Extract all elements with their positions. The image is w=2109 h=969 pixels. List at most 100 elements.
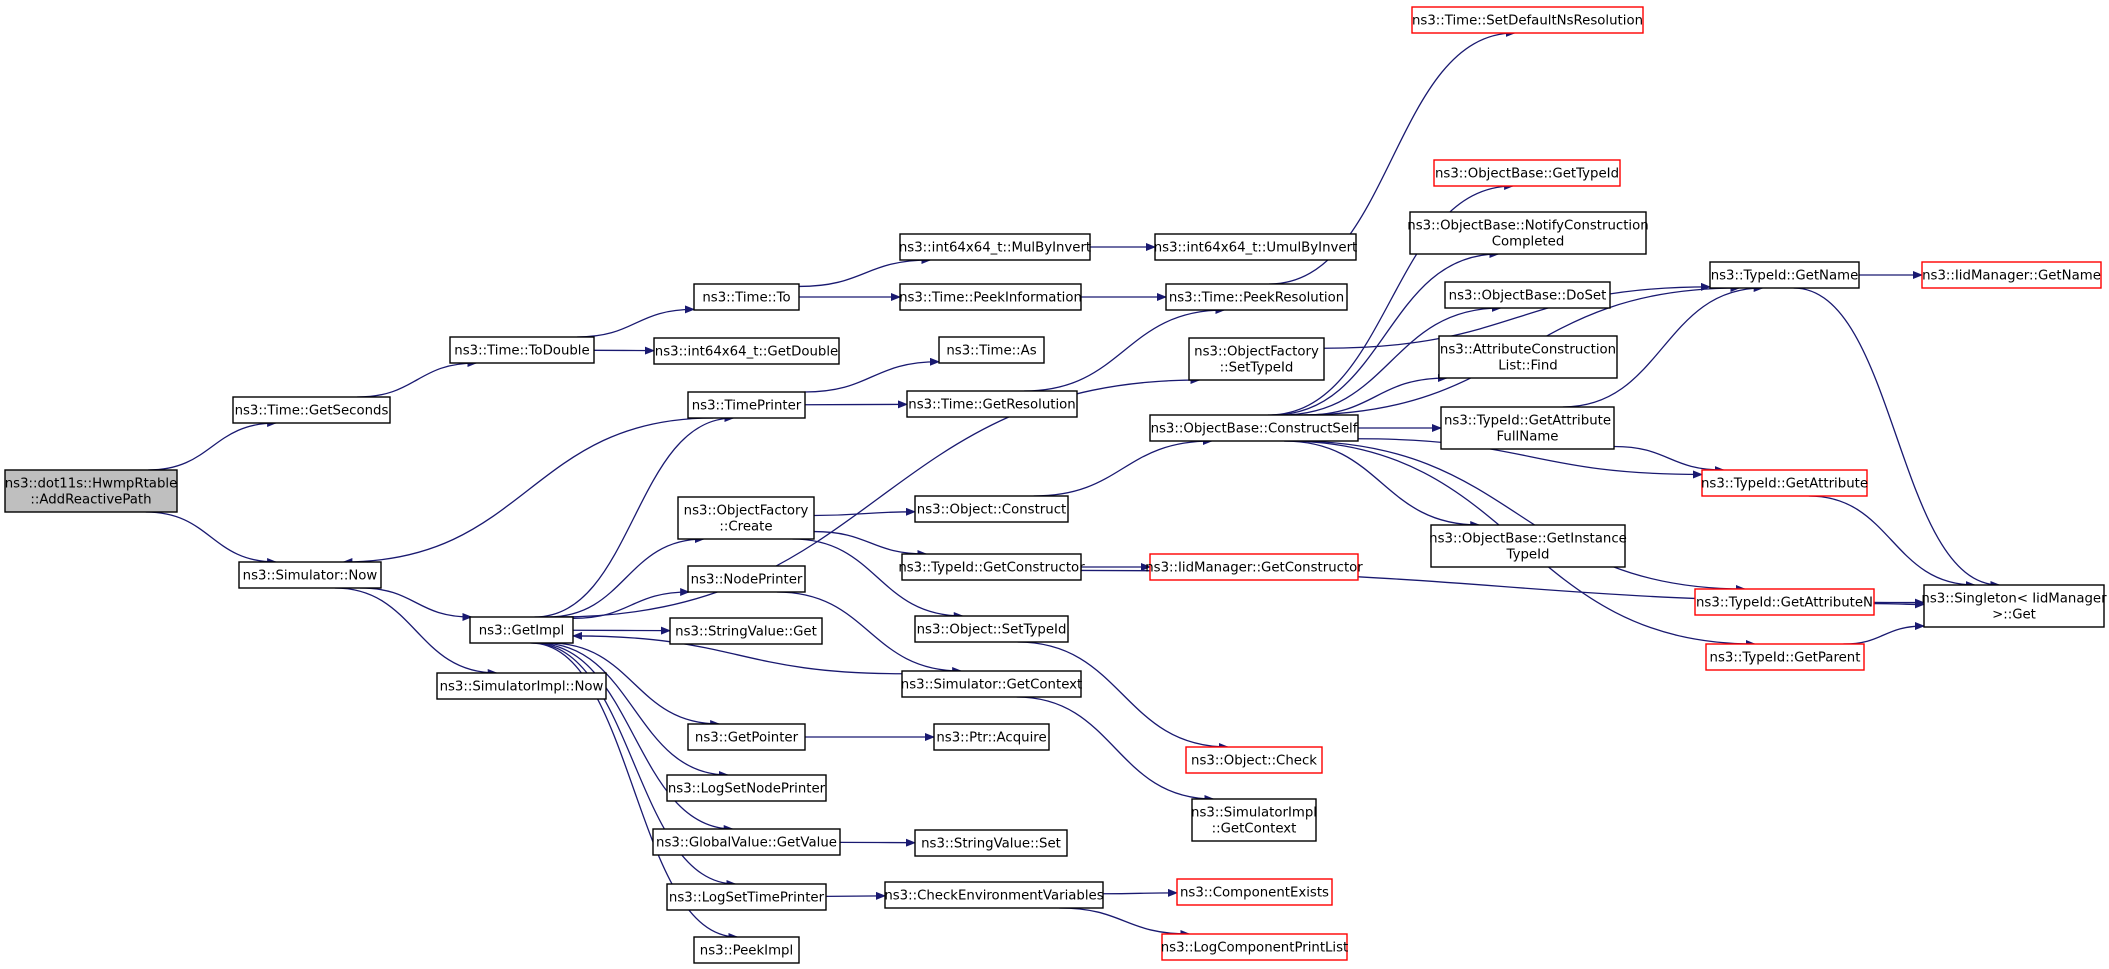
node-timeprinter[interactable]: ns3::TimePrinter (687, 391, 806, 419)
node-label-line: ns3::Time::To (702, 291, 790, 306)
node-todouble[interactable]: ns3::Time::ToDouble (449, 336, 595, 364)
node-label-line: ns3::Time::As (946, 344, 1036, 359)
node-label-line: ns3::Time::GetResolution (908, 398, 1075, 413)
node-label-line: ns3::Simulator::Now (243, 569, 378, 584)
node-svset[interactable]: ns3::StringValue::Set (914, 829, 1068, 857)
node-label-line: >::Get (1992, 608, 2036, 623)
node-label-line: ns3::IidManager::GetConstructor (1145, 561, 1363, 576)
node-label-line: ns3::ObjectBase::DoSet (1449, 289, 1607, 304)
node-label-line: ns3::ComponentExists (1180, 886, 1329, 901)
node-ptracquire[interactable]: ns3::Ptr::Acquire (933, 723, 1050, 751)
node-ofcreate[interactable]: ns3::ObjectFactory::Create (677, 496, 815, 540)
node-box (1430, 524, 1626, 568)
node-setdefaultns[interactable]: ns3::Time::SetDefaultNsResolution (1411, 6, 1644, 34)
node-simimplnow[interactable]: ns3::SimulatorImpl::Now (436, 672, 607, 700)
node-obconstructself[interactable]: ns3::ObjectBase::ConstructSelf (1149, 414, 1359, 442)
node-objconstruct[interactable]: ns3::Object::Construct (914, 495, 1069, 523)
call-edge-obconstructself-to-tidgetattribute (1357, 438, 1703, 479)
node-simimplgetcontext[interactable]: ns3::SimulatorImpl::GetContext (1191, 798, 1317, 842)
node-box (914, 615, 1069, 643)
call-edge-getresolution-to-peekresolution (1024, 306, 1226, 392)
node-box (1188, 337, 1325, 381)
node-getresolution[interactable]: ns3::Time::GetResolution (906, 390, 1078, 418)
node-tidgetattribute[interactable]: ns3::TypeId::GetAttribute (1701, 469, 1868, 497)
call-edge-getimpl-to-ofsettypeid (556, 376, 1201, 618)
node-getseconds[interactable]: ns3::Time::GetSeconds (232, 396, 391, 424)
node-label-line: ns3::Ptr::Acquire (936, 731, 1046, 746)
call-edge-root-to-getseconds (148, 419, 278, 471)
node-box (652, 828, 841, 856)
node-objsettypeid[interactable]: ns3::Object::SetTypeId (914, 615, 1069, 643)
node-label-line: ns3::StringValue::Get (675, 625, 817, 640)
node-logcomponentprintlist[interactable]: ns3::LogComponentPrintList (1161, 933, 1349, 961)
node-getimpl[interactable]: ns3::GetImpl (469, 616, 574, 644)
node-label-line: ns3::LogSetNodePrinter (668, 782, 826, 797)
node-logsetnodeprinter[interactable]: ns3::LogSetNodePrinter (666, 774, 827, 802)
node-checkenv[interactable]: ns3::CheckEnvironmentVariables (884, 881, 1104, 909)
node-box (899, 233, 1091, 261)
node-label-line: ns3::TypeId::GetAttribute (1701, 477, 1868, 492)
node-label-line: ::Create (719, 520, 772, 535)
node-peekimpl[interactable]: ns3::PeekImpl (693, 936, 800, 964)
call-edge-obconstructself-to-obnotify (1272, 250, 1500, 416)
node-label-line: ns3::Simulator::GetContext (901, 678, 1082, 693)
node-objcheck[interactable]: ns3::Object::Check (1185, 746, 1323, 774)
node-singletonget[interactable]: ns3::Singleton< IidManager>::Get (1921, 584, 2107, 628)
node-label-line: ns3::Time::GetSeconds (235, 404, 389, 419)
node-gvgetvalue[interactable]: ns3::GlobalValue::GetValue (652, 828, 841, 856)
node-tidgetname[interactable]: ns3::TypeId::GetName (1709, 261, 1860, 289)
call-edge-objconstruct-to-obconstructself (1033, 437, 1213, 497)
node-simgetcontext[interactable]: ns3::Simulator::GetContext (901, 670, 1082, 698)
node-label-line: ns3::Singleton< IidManager (1921, 592, 2107, 607)
node-getpointer[interactable]: ns3::GetPointer (687, 723, 806, 751)
call-edge-ofcreate-to-objsettypeid (792, 538, 964, 620)
node-label-line: ns3::GetImpl (479, 624, 564, 639)
node-label-line: ns3::GlobalValue::GetValue (656, 836, 837, 851)
call-edge-tidgetattrfullname-to-tidgetattribute (1613, 445, 1725, 474)
node-label-line: ns3::CheckEnvironmentVariables (884, 889, 1103, 904)
node-umulbyinvert[interactable]: ns3::int64x64_t::UmulByInvert (1154, 233, 1358, 261)
call-edge-tidgetname-to-singletonget (1793, 287, 2001, 589)
node-label-line: ns3::ObjectBase::GetTypeId (1435, 167, 1619, 182)
node-box (1705, 643, 1865, 671)
node-tidgetconstructor[interactable]: ns3::TypeId::GetConstructor (898, 553, 1085, 581)
call-edge-simnow-to-getimpl (359, 587, 473, 621)
node-label-line: ::GetContext (1212, 822, 1297, 837)
node-label-line: ns3::GetPointer (695, 731, 799, 746)
call-edge-simgetcontext-to-simimplgetcontext (1016, 696, 1215, 803)
node-box (4, 469, 178, 513)
node-label-line: ns3::Time::SetDefaultNsResolution (1412, 14, 1643, 29)
node-tidgetattributen[interactable]: ns3::TypeId::GetAttributeN (1694, 588, 1875, 616)
node-label-line: ns3::int64x64_t::MulByInvert (899, 241, 1091, 256)
node-mulbyinvert[interactable]: ns3::int64x64_t::MulByInvert (899, 233, 1091, 261)
node-obgettypeid[interactable]: ns3::ObjectBase::GetTypeId (1433, 159, 1621, 187)
call-edge-tidgetattrfullname-to-tidgetname (1562, 284, 1764, 408)
call-edge-tidgetattribute-to-singletonget (1808, 495, 1976, 589)
node-obnotify[interactable]: ns3::ObjectBase::NotifyConstructionCompl… (1407, 211, 1649, 255)
node-iidgetname[interactable]: ns3::IidManager::GetName (1921, 261, 2102, 289)
call-edge-obconstructself-to-obdoset (1280, 304, 1502, 416)
node-simnow[interactable]: ns3::Simulator::Now (238, 561, 382, 589)
node-iidgetconstructor[interactable]: ns3::IidManager::GetConstructor (1145, 553, 1363, 581)
node-box (914, 829, 1068, 857)
node-label-line: ns3::LogSetTimePrinter (669, 891, 825, 906)
call-edge-checkenv-to-componentexists (1102, 888, 1178, 897)
node-i64getdouble[interactable]: ns3::int64x64_t::GetDouble (653, 337, 840, 365)
node-peekinfo[interactable]: ns3::Time::PeekInformation (899, 283, 1082, 311)
node-tidgetparent[interactable]: ns3::TypeId::GetParent (1705, 643, 1865, 671)
node-timeas[interactable]: ns3::Time::As (938, 336, 1045, 364)
node-logsettimeprinter[interactable]: ns3::LogSetTimePrinter (666, 883, 827, 911)
node-box (938, 336, 1045, 364)
node-timeto[interactable]: ns3::Time::To (693, 283, 800, 311)
node-label-line: ns3::dot11s::HwmpRtable (5, 477, 178, 492)
node-componentexists[interactable]: ns3::ComponentExists (1176, 878, 1333, 906)
node-obdoset[interactable]: ns3::ObjectBase::DoSet (1444, 281, 1611, 309)
call-edge-getimpl-to-gvgetvalue (535, 642, 734, 833)
node-peekresolution[interactable]: ns3::Time::PeekResolution (1165, 283, 1348, 311)
node-nodeprinter[interactable]: ns3::NodePrinter (687, 565, 806, 593)
node-ofsettypeid[interactable]: ns3::ObjectFactory::SetTypeId (1188, 337, 1325, 381)
node-svget[interactable]: ns3::StringValue::Get (669, 617, 823, 645)
